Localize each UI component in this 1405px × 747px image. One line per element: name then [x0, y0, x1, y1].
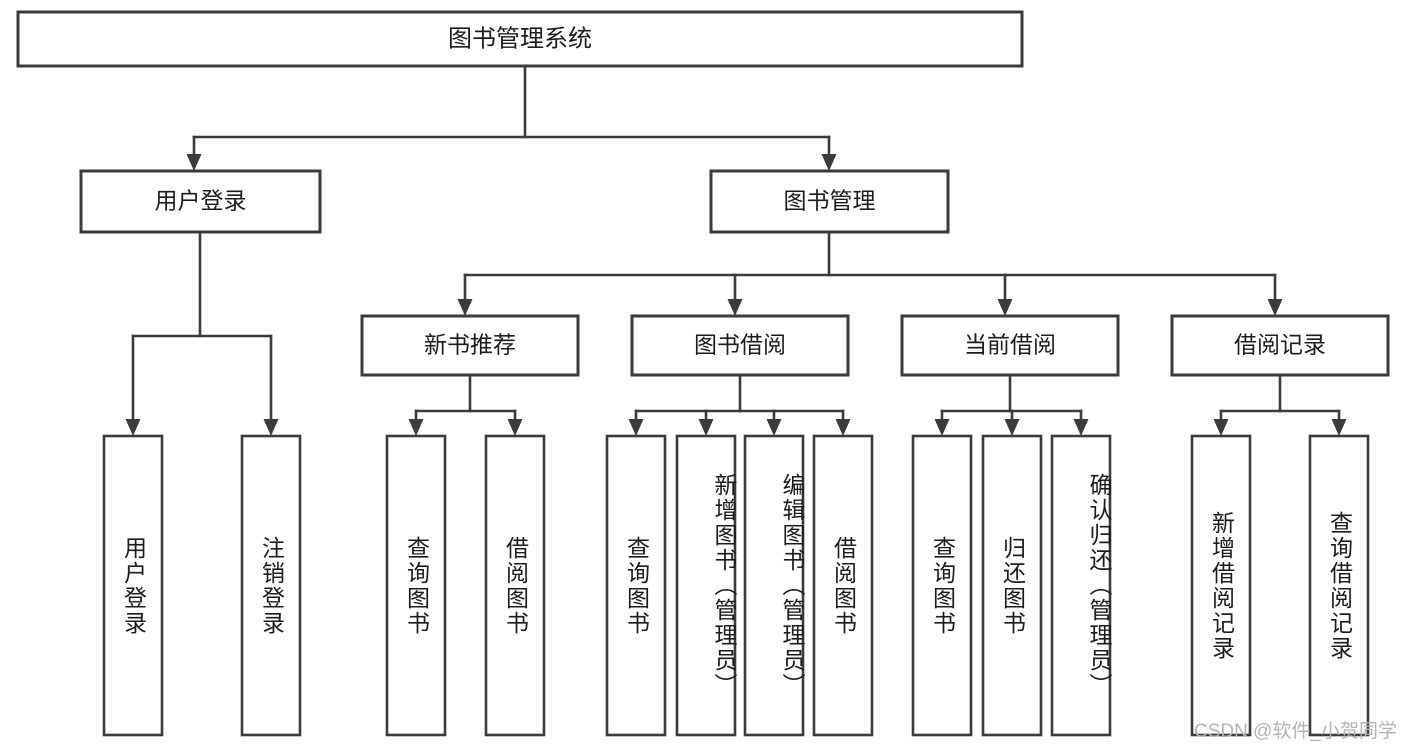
- level2-node-user-login-label: 用户登录: [155, 188, 247, 214]
- arrow-head-icon: [1004, 419, 1020, 436]
- arrow-head-icon: [1213, 419, 1229, 436]
- level3-node-new-book-recommend-label: 新书推荐: [424, 332, 516, 358]
- arrow-head-icon: [457, 299, 473, 316]
- leaf-node-leaf-borrow-book-rec-box[interactable]: [484, 434, 546, 737]
- level3-node-current-borrow-box[interactable]: [900, 314, 1120, 377]
- arrow-head-icon: [186, 154, 202, 171]
- arrow-head-icon: [698, 419, 714, 436]
- level3-node-borrow-record-box[interactable]: [1170, 314, 1390, 377]
- level3-node-current-borrow-label: 当前借阅: [964, 332, 1056, 358]
- level2-node-user-login-box[interactable]: [79, 169, 322, 234]
- level2-node-book-manage-box[interactable]: [709, 169, 950, 234]
- leaf-node-leaf-add-book-box[interactable]: [675, 434, 737, 737]
- arrow-head-icon: [1073, 419, 1089, 436]
- leaf-node-leaf-user-login-box[interactable]: [102, 434, 164, 737]
- arrow-head-icon: [1331, 419, 1347, 436]
- leaf-node-leaf-query-book-rec-box[interactable]: [385, 434, 447, 737]
- level3-node-new-book-recommend-box[interactable]: [360, 314, 580, 377]
- root-node-root-label: 图书管理系统: [448, 25, 592, 52]
- leaf-node-leaf-query-book-borrow-box[interactable]: [605, 434, 667, 737]
- connectors-layer: [125, 64, 1347, 436]
- arrow-head-icon: [125, 419, 141, 436]
- arrow-head-icon: [507, 419, 523, 436]
- arrow-head-icon: [821, 154, 837, 171]
- level3-node-book-borrow-box[interactable]: [630, 314, 850, 377]
- arrow-head-icon: [408, 419, 424, 436]
- arrow-head-icon: [727, 299, 743, 316]
- arrow-head-icon: [997, 299, 1013, 316]
- level3-node-book-borrow-label: 图书借阅: [694, 332, 786, 358]
- leaf-node-leaf-query-record-box[interactable]: [1308, 434, 1370, 737]
- arrow-head-icon: [263, 419, 279, 436]
- watermark-text: CSDN @软件_小贺同学: [1194, 721, 1397, 742]
- leaf-node-leaf-return-book-box[interactable]: [981, 434, 1043, 737]
- level2-node-book-manage-label: 图书管理: [784, 188, 876, 214]
- root-node-root-box[interactable]: [16, 10, 1024, 68]
- leaf-node-leaf-add-record-box[interactable]: [1190, 434, 1252, 737]
- leaf-node-leaf-logout-box[interactable]: [240, 434, 302, 737]
- arrow-head-icon: [934, 419, 950, 436]
- arrow-head-icon: [628, 419, 644, 436]
- boxes-layer: [16, 10, 1390, 737]
- arrow-head-icon: [835, 419, 851, 436]
- level3-node-borrow-record-label: 借阅记录: [1234, 332, 1326, 358]
- leaf-node-leaf-borrow-book-box[interactable]: [812, 434, 874, 737]
- leaf-node-leaf-confirm-return-box[interactable]: [1050, 434, 1112, 737]
- leaf-node-leaf-edit-book-box[interactable]: [743, 434, 805, 737]
- leaf-node-leaf-query-book-current-box[interactable]: [911, 434, 973, 737]
- arrow-head-icon: [1267, 299, 1283, 316]
- arrow-head-icon: [766, 419, 782, 436]
